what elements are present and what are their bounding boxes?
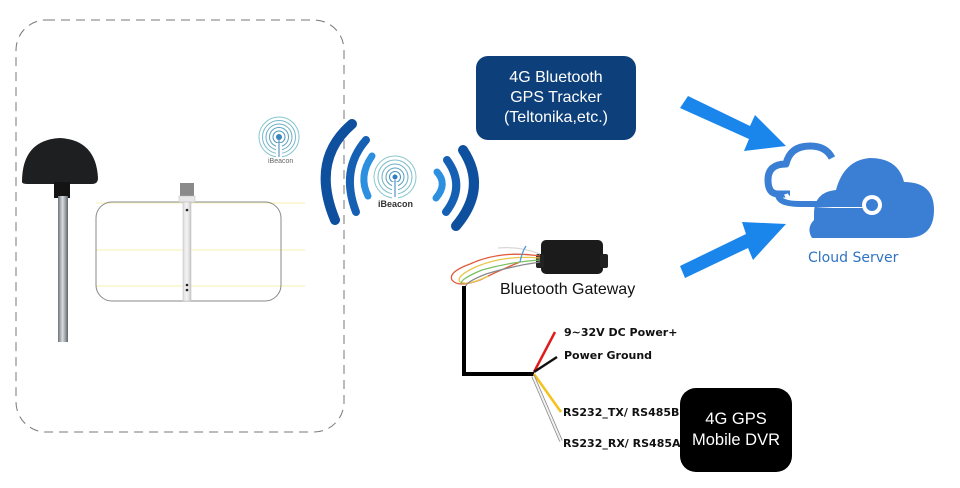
wire-label-ground: Power Ground: [564, 349, 653, 362]
vehicle-area-border: [15, 19, 345, 433]
signal-waves-left-icon: [320, 119, 376, 225]
sensor-panel: [95, 183, 305, 302]
wire-label-tx: RS232_TX/ RS485B: [563, 406, 680, 419]
wire-tx: [532, 373, 563, 413]
wire-power: [532, 331, 557, 373]
cloud-server-icon: [764, 142, 934, 238]
signal-waves-right-icon: [432, 145, 479, 231]
cloud-server-label: Cloud Server: [808, 250, 899, 266]
bluetooth-gateway-label: Bluetooth Gateway: [500, 281, 636, 298]
wire-rx: [532, 375, 562, 442]
gps-antenna-icon: [22, 138, 98, 342]
dvr-line-2: Mobile DVR: [691, 431, 781, 449]
tracker-line-2: GPS Tracker: [510, 89, 602, 106]
dvr-line-1: 4G GPS: [705, 410, 767, 428]
ibeacon-large-label: iBeacon: [378, 199, 414, 209]
bluetooth-gateway-icon: [450, 240, 608, 287]
mobile-dvr-box: 4G GPS Mobile DVR: [680, 388, 792, 472]
gps-tracker-box: 4G Bluetooth GPS Tracker (Teltonika,etc.…: [476, 56, 636, 140]
wire-ground: [533, 355, 558, 374]
ibeacon-small-icon: [258, 116, 300, 159]
tracker-line-1: 4G Bluetooth: [509, 69, 603, 86]
ibeacon-small-label: iBeacon: [268, 158, 294, 165]
tracker-line-3: (Teltonika,etc.): [503, 109, 609, 126]
ibeacon-large-icon: [373, 155, 417, 200]
gateway-cable: [462, 286, 534, 376]
arrow-gateway-to-cloud-icon: [680, 222, 786, 278]
wire-bundle: [531, 331, 563, 442]
wire-label-rx: RS232_RX/ RS485A: [563, 437, 681, 450]
arrow-tracker-to-cloud-icon: [680, 96, 786, 151]
wire-label-power: 9~32V DC Power+: [564, 326, 678, 339]
